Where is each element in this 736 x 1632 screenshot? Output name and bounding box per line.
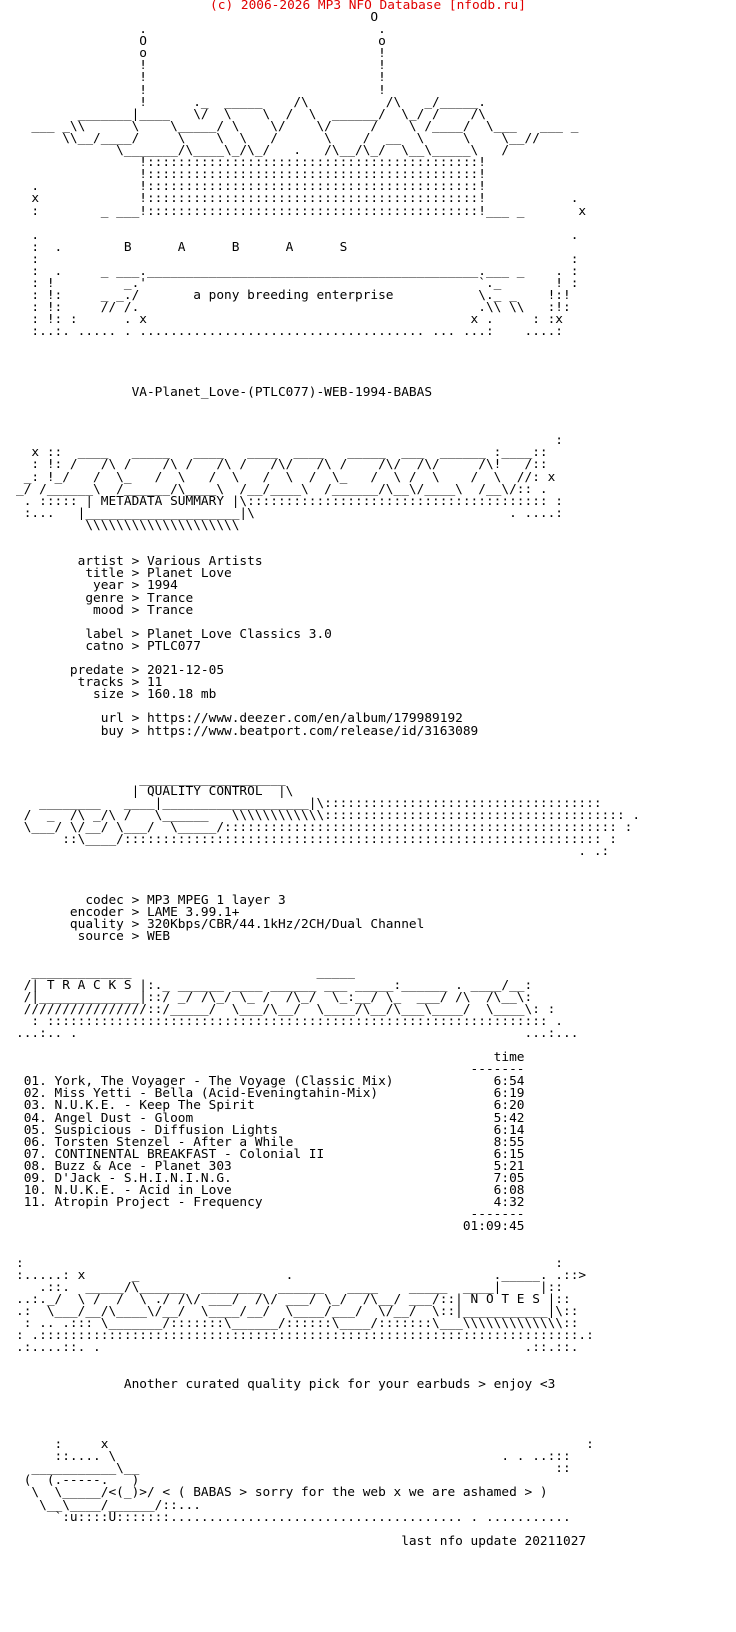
nfo-line: ! ._ _____ /\ /\ _/_____. (16, 94, 486, 110)
nfo-line: mood > Trance (16, 602, 194, 618)
nfo-line: ------- (16, 1062, 525, 1078)
nfo-line: \___/ \/__/ \___/ \_____/:::::::::::::::… (16, 820, 633, 836)
nfo-line: .:....::. . .::.::. (16, 1340, 579, 1356)
copyright-header: (c) 2006-2026 MP3 NFO Database [nfodb.ru… (210, 0, 526, 13)
nfo-line: /|_____________|::/ _/ /\_/ \_ / /\_/ \_… (16, 989, 533, 1005)
nfo-line: catno > PTLC077 (16, 638, 201, 654)
nfo-line: ! ! (16, 82, 386, 98)
nfo-line: : .:::::::::::::::::::::::::::::::::::::… (16, 1328, 594, 1344)
nfo-line: : (16, 433, 564, 449)
nfo-line: 11. Atropin Project - Frequency 4:32 (16, 1195, 525, 1211)
nfo-line: `:u::::U:::::::.........................… (16, 1509, 571, 1525)
nfo-line: ___________________ (16, 771, 286, 787)
nfo-line: : : (16, 251, 579, 267)
nfo-line: 04. Angel Dust - Gloom 5:42 (16, 1110, 525, 1126)
nfo-line: o ! (16, 46, 386, 62)
nfo-line: : !: _ _./ a pony breeding enterprise \.… (16, 288, 571, 304)
nfo-line: !:::::::::::::::::::::::::::::::::::::::… (16, 155, 486, 171)
nfo-line: artist > Various Artists (16, 554, 263, 570)
nfo-line: : : (16, 1255, 564, 1271)
nfo-line: url > https://www.deezer.com/en/album/17… (16, 711, 463, 727)
nfo-line: time (16, 1050, 525, 1066)
nfo-line: genre > Trance (16, 590, 194, 606)
nfo-line: : !: / /\ / /\ / /\ / /\/ /\ / /\/ /\/ /… (16, 457, 548, 473)
nfo-line: codec > MP3 MPEG 1 layer 3 (16, 892, 286, 908)
nfo-line: : . _ ___.______________________________… (16, 263, 579, 279)
nfo-line: title > Planet Love (16, 566, 232, 582)
nfo-line: .: \___/__/\____\/__/ \____/__/ \____/__… (16, 1304, 579, 1320)
nfo-line: .::. _____/\______ ________ ______ ____ … (16, 1279, 564, 1295)
nfo-line: : . B A B A S (16, 239, 348, 255)
nfo-line: x !:::::::::::::::::::::::::::::::::::::… (16, 191, 579, 207)
nfo-line: : .. .::: \_______/:::::::\______/::::::… (16, 1316, 579, 1332)
nfo-line: label > Planet Love Classics 3.0 (16, 626, 332, 642)
nfo-line: O (16, 10, 379, 25)
nfo-line: ..:._/ \ / / \ ./ /\/ ___/ /\/ ___/ \_/ … (16, 1291, 571, 1307)
nfo-line: ! ! (16, 70, 386, 86)
nfo-line: /| T R A C K S |:._ ______ ____ ______ _… (16, 977, 533, 993)
nfo-line: source > WEB (16, 929, 171, 945)
nfo-line: :..:. ..... . ..........................… (16, 324, 564, 340)
nfo-line: 01:09:45 (16, 1219, 525, 1235)
nfo-line: 06. Torsten Stenzel - After a While 8:55 (16, 1134, 525, 1150)
nfo-line: last nfo update 20211027 (16, 1533, 587, 1549)
nfo-line: _______|____ \/ \ \ / \ ______/ \_/ / /\ (16, 106, 486, 122)
nfo-line: ___ _\\ \ \_____/ \ \/ \/ / \ /____/ \__… (16, 118, 579, 134)
nfo-line: \__\____/______/::... (16, 1497, 201, 1513)
nfo-line: \\\\\\\\\\\\\\\\\\\\ (16, 517, 240, 533)
nfo-line: 08. Buzz & Ace - Planet 303 5:21 (16, 1158, 525, 1174)
nfo-line: : !: // /. .\\ \\ :!: (16, 300, 571, 316)
nfo-line: 09. D'Jack - S.H.I.N.I.N.G. 7:05 (16, 1171, 525, 1186)
nfo-line: _: !_/ / \_ / \ / \ / \ / \_ / \ / \ / \… (16, 469, 556, 485)
nfo-line: ( (.-----. ) (16, 1473, 140, 1489)
nfo-line: 07. CONTINENTAL BREAKFAST - Colonial II … (16, 1146, 525, 1162)
nfo-line: year > 1994 (16, 578, 178, 594)
nfo-line: 10. N.U.K.E. - Acid in Love 6:08 (16, 1183, 525, 1199)
nfo-line: ::.... \ . . ..::: (16, 1449, 571, 1465)
nfo-line: _____________ _____ (16, 965, 355, 981)
nfo-line: ! ! (16, 58, 386, 74)
nfo-line: \ \_____/<(_)>/ < ( BABAS > sorry for th… (16, 1485, 548, 1501)
nfo-line: : !: : . x x . : :x (16, 312, 564, 328)
nfo-line: | QUALITY CONTROL |\ (16, 784, 294, 799)
nfo-line: size > 160.18 mb (16, 687, 217, 703)
nfo-line: !:::::::::::::::::::::::::::::::::::::::… (16, 167, 486, 183)
nfo-line: O o (16, 34, 386, 50)
nfo-line: : ! _.' `._ ! : (16, 276, 579, 292)
nfo-ascii-document: O . . O o o ! ! ! (16, 10, 641, 1549)
nfo-line: buy > https://www.beatport.com/release/i… (16, 723, 479, 739)
nfo-line: 03. N.U.K.E. - Keep The Spirit 6:20 (16, 1098, 525, 1114)
nfo-line: 05. Suspicious - Diffusion Lights 6:14 (16, 1122, 525, 1138)
nfo-line: ------- (16, 1207, 525, 1223)
nfo-line: \_______/\____\_/\_/ . /\__/\_/ \__\____… (16, 143, 510, 159)
nfo-line: ___________\__ :: (16, 1461, 571, 1477)
nfo-line: quality > 320Kbps/CBR/44.1kHz/2CH/Dual C… (16, 917, 425, 933)
nfo-line: 01. York, The Voyager - The Voyage (Clas… (16, 1074, 525, 1090)
nfo-line: ________ ____|___________________|\:::::… (16, 796, 602, 812)
nfo-line: / _ /\ _/\ / \______ \\\\\\\\\\\\:::::::… (16, 808, 641, 824)
nfo-line: ::\____/::::::::::::::::::::::::::::::::… (16, 832, 617, 848)
nfo-line: . !:::::::::::::::::::::::::::::::::::::… (16, 179, 486, 195)
nfo-line: . .: (16, 844, 610, 860)
nfo-line: \\__/____/ \ \ \ / \ / __ \ \ \__// (16, 130, 540, 146)
nfo-line: . ::::: | METADATA SUMMARY |\:::::::::::… (16, 493, 564, 509)
nfo-line: _/ /______\ /______/\____\ /__/____\ /__… (16, 481, 548, 497)
nfo-line: :... |____________________|\ . ....: (16, 505, 564, 521)
nfo-line: : _ ___!::::::::::::::::::::::::::::::::… (16, 203, 587, 219)
nfo-line: 02. Miss Yetti - Bella (Acid-Eveningtahi… (16, 1086, 525, 1102)
nfo-line: : ::::::::::::::::::::::::::::::::::::::… (16, 1013, 564, 1029)
nfo-line: . . (16, 22, 386, 38)
nfo-line: :.....: x _ . ._____. .::> (16, 1267, 587, 1283)
nfo-line: ...:.. . ...:... (16, 1025, 579, 1041)
nfo-line: x :: ____ _____ ____ ____ ____ _____ ___… (16, 445, 548, 461)
nfo-line: : x : (16, 1437, 594, 1453)
nfo-line: ////////////////::/_____/ \___/\__/ \___… (16, 1001, 556, 1017)
nfo-line: predate > 2021-12-05 (16, 663, 225, 679)
nfo-line: VA-Planet_Love-(PTLC077)-WEB-1994-BABAS (16, 384, 433, 400)
nfo-line: . . (16, 227, 579, 243)
nfo-line: encoder > LAME 3.99.1+ (16, 904, 240, 920)
nfo-line: Another curated quality pick for your ea… (16, 1376, 556, 1392)
nfo-line: tracks > 11 (16, 675, 163, 691)
